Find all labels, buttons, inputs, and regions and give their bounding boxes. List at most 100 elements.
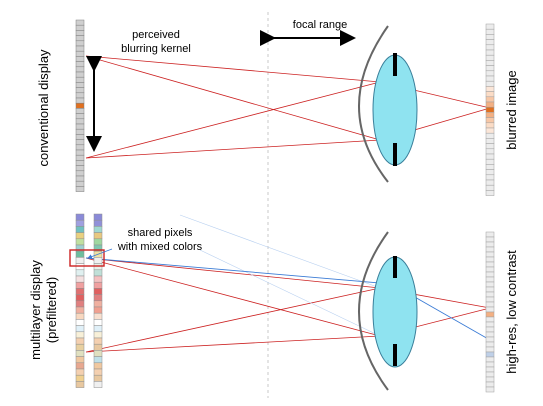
label-perceived-kernel-1: perceived (132, 29, 180, 41)
pixel-cell (75, 71, 85, 78)
pixel-cell (485, 148, 495, 155)
pixel-cell (485, 122, 495, 129)
pixel-cell (485, 251, 495, 258)
pixel-cell (485, 190, 495, 196)
pixel-cell (93, 368, 103, 376)
pixel-cell (75, 219, 85, 227)
pixel-cell (485, 301, 495, 308)
pixel-cell (75, 19, 85, 26)
pixel-cell (75, 288, 85, 295)
pixel-cell (485, 80, 495, 87)
pixel-cell (75, 113, 85, 120)
pixel-cell (485, 331, 495, 338)
pixel-cell (485, 256, 495, 263)
pixel-cell (75, 76, 85, 83)
pixel-cell (485, 321, 495, 328)
pixel-cell (75, 186, 85, 192)
pixel-cell (93, 219, 103, 227)
pixel-cell (485, 174, 495, 181)
pixel-cell (75, 40, 85, 47)
pixel-cell (75, 350, 85, 357)
pixel-cell (485, 241, 495, 248)
pixel-cell (93, 374, 103, 382)
pixel-cell (485, 281, 495, 288)
pixel-cell (93, 263, 103, 271)
pixel-cell (93, 300, 103, 308)
bottom-faint-blue-rays (179, 214, 381, 337)
pixel-cell (485, 266, 495, 273)
pixel-cell (93, 294, 103, 302)
pixel-cell (75, 312, 85, 320)
pixel-cell (93, 362, 103, 370)
pixel-cell (75, 362, 85, 370)
pixel-cell (75, 331, 85, 339)
pixel-cell (485, 91, 495, 98)
pixel-cell (485, 231, 495, 238)
pixel-cell (93, 269, 103, 277)
pixel-cell (485, 361, 495, 368)
pixel-cell (485, 75, 495, 82)
pixel-cell (485, 336, 495, 343)
pixel-cell (75, 118, 85, 125)
pixel-cell (485, 286, 495, 293)
pixel-cell (93, 312, 103, 320)
pixel-cell (75, 325, 85, 333)
pixel-cell (485, 346, 495, 353)
pixel-cell (75, 165, 85, 172)
shared-pixels-pointer (87, 248, 113, 259)
highres-image-pixels (485, 231, 495, 393)
pixel-cell (93, 356, 103, 364)
label-high-res-low-contrast: high-res, low contrast (504, 250, 519, 374)
pixel-cell (485, 326, 495, 333)
pixel-cell (75, 97, 85, 104)
shared-pixels-highlight (69, 249, 105, 267)
pixel-cell (93, 325, 103, 333)
pixel-cell (485, 341, 495, 348)
pixel-cell (93, 337, 103, 345)
pixel-cell (75, 66, 85, 73)
pixel-cell (75, 87, 85, 94)
multilayer-front-layer-pixels (75, 213, 85, 388)
pixel-cell (75, 294, 85, 302)
pixel-cell (75, 128, 85, 135)
pixel-cell (485, 296, 495, 303)
label-conventional-display: conventional display (36, 49, 51, 167)
pixel-cell (485, 96, 495, 103)
pixel-cell (93, 319, 103, 326)
pixel-cell (75, 50, 85, 57)
pixel-cell (93, 275, 103, 283)
pixel-cell (485, 49, 495, 56)
pixel-cell (485, 60, 495, 66)
pixel-cell (485, 44, 495, 51)
blurred-image-pixels (485, 23, 495, 196)
pixel-cell (485, 112, 495, 118)
pixel-cell (485, 54, 495, 61)
pixel-cell (485, 65, 495, 72)
label-shared-pixels-2: with mixed colors (117, 241, 203, 253)
pixel-cell (93, 226, 103, 233)
pixel-cell (75, 319, 85, 326)
pixel-cell (93, 306, 103, 314)
pixel-cell (485, 386, 495, 393)
pixel-cell (485, 143, 495, 150)
pixel-cell (485, 70, 495, 77)
pixel-cell (485, 376, 495, 383)
pixel-cell (75, 368, 85, 376)
pixel-cell (485, 356, 495, 363)
pixel-cell (75, 154, 85, 161)
pixel-cell (485, 366, 495, 373)
pixel-cell (485, 23, 495, 30)
pixel-cell (485, 106, 495, 113)
pixel-cell (485, 127, 495, 134)
pixel-cell (75, 250, 85, 258)
pixel-cell (75, 300, 85, 308)
pixel-cell (485, 28, 495, 35)
pixel-cell (485, 351, 495, 358)
pixel-cell (75, 160, 85, 166)
pixel-cell (75, 82, 85, 88)
label-multilayer-display-2: (prefiltered) (44, 277, 59, 343)
pixel-cell (75, 144, 85, 151)
pixel-cell (75, 226, 85, 233)
